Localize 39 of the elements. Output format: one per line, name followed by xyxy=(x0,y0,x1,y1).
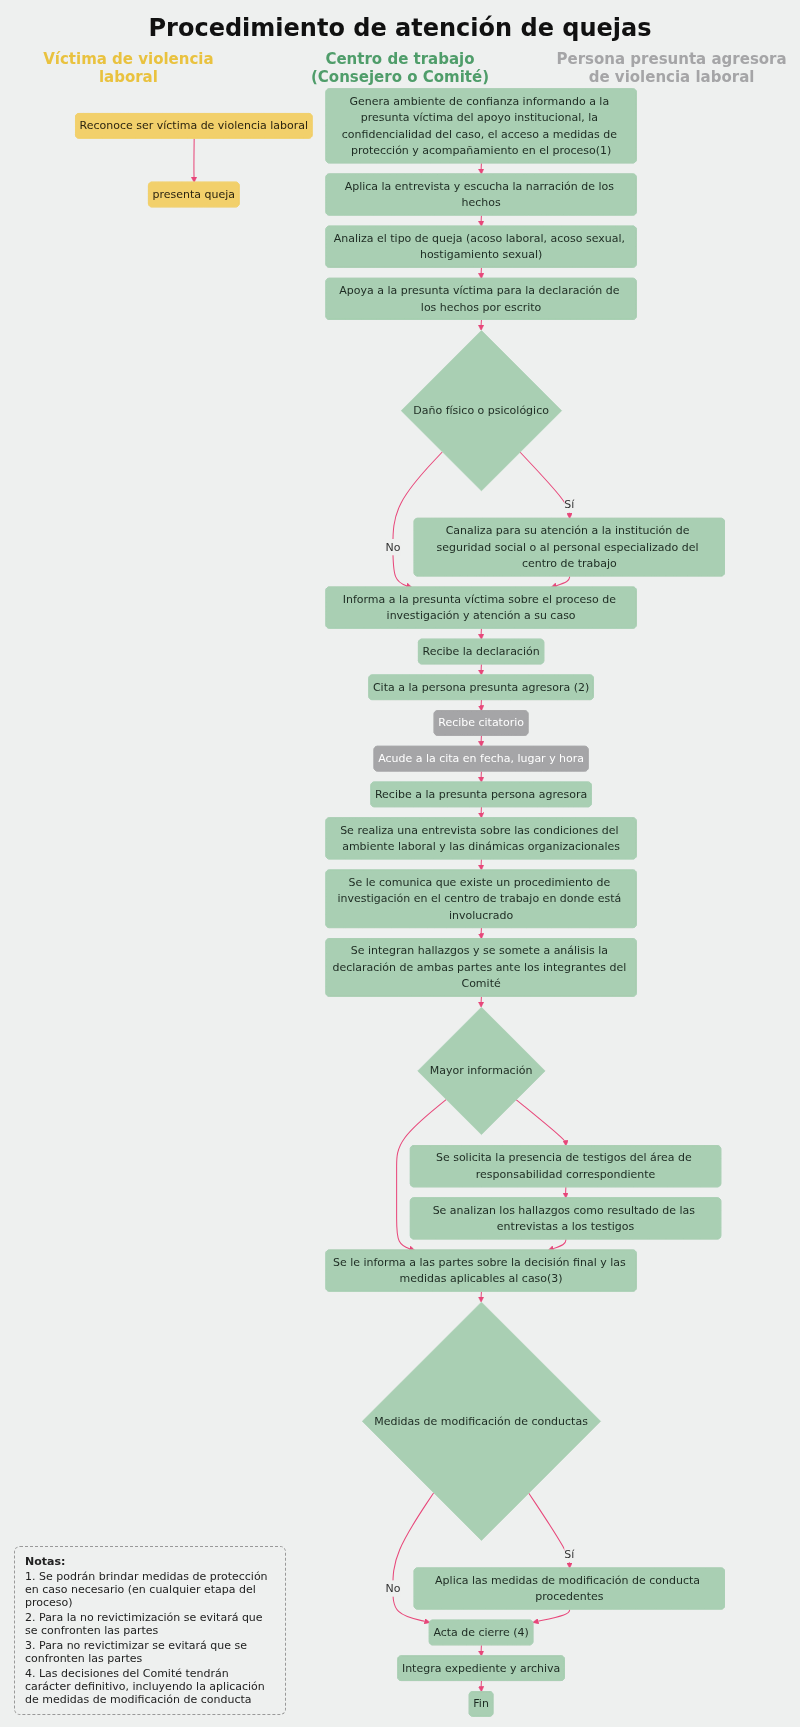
arrow xyxy=(478,770,485,783)
arrow xyxy=(478,1680,485,1693)
edge-label: No xyxy=(385,1581,401,1595)
arrow xyxy=(478,699,485,712)
arrow xyxy=(562,1186,569,1199)
arrow xyxy=(478,267,485,279)
arrow xyxy=(519,451,573,519)
notes-heading: Notas: xyxy=(25,1555,67,1568)
arrow xyxy=(532,1608,571,1625)
node-diamond xyxy=(361,1301,601,1541)
node-diamond xyxy=(417,1006,546,1135)
arrow xyxy=(392,1492,435,1625)
note-text: 1. Se podrán brindar medidas de protección en caso necesario (en cualquier etapa del proceso) xyxy=(25,1570,269,1609)
arrow xyxy=(478,735,485,747)
note-text: 2. Para la no revictimización se evitará que se confronten las partes xyxy=(25,1611,264,1637)
arrow xyxy=(478,319,485,331)
arrow xyxy=(478,214,485,227)
arrow xyxy=(478,162,485,175)
edge-label: Sí xyxy=(564,1547,575,1561)
node-diamond xyxy=(400,330,562,492)
arrow xyxy=(478,927,485,940)
arrow xyxy=(191,138,198,183)
lane-heading: Persona presunta agresora de violencia laboral xyxy=(555,50,788,86)
arrow xyxy=(478,996,485,1008)
arrow xyxy=(478,1644,485,1657)
edge-label: Sí xyxy=(564,497,575,511)
lane-heading: Víctima de violencia laboral xyxy=(42,50,215,86)
note-text: 4. Las decisiones del Comité tendrán carácter definitivo, incluyendo la aplicación de medidas de modificación de conducta xyxy=(25,1667,266,1706)
arrow xyxy=(478,663,485,676)
note-text: 3. Para no revictimizar se evitará que se confronten las partes xyxy=(25,1639,249,1665)
arrow xyxy=(528,1492,573,1569)
lane-heading: Centro de trabajo (Consejero o Comité) xyxy=(310,50,490,86)
arrow xyxy=(478,858,485,871)
diagram-title: Procedimiento de atención de quejas xyxy=(148,14,652,42)
arrow xyxy=(515,1099,569,1147)
arrow xyxy=(478,1291,485,1303)
edge-label: No xyxy=(385,540,401,554)
arrow xyxy=(478,806,485,819)
arrow xyxy=(478,628,485,640)
